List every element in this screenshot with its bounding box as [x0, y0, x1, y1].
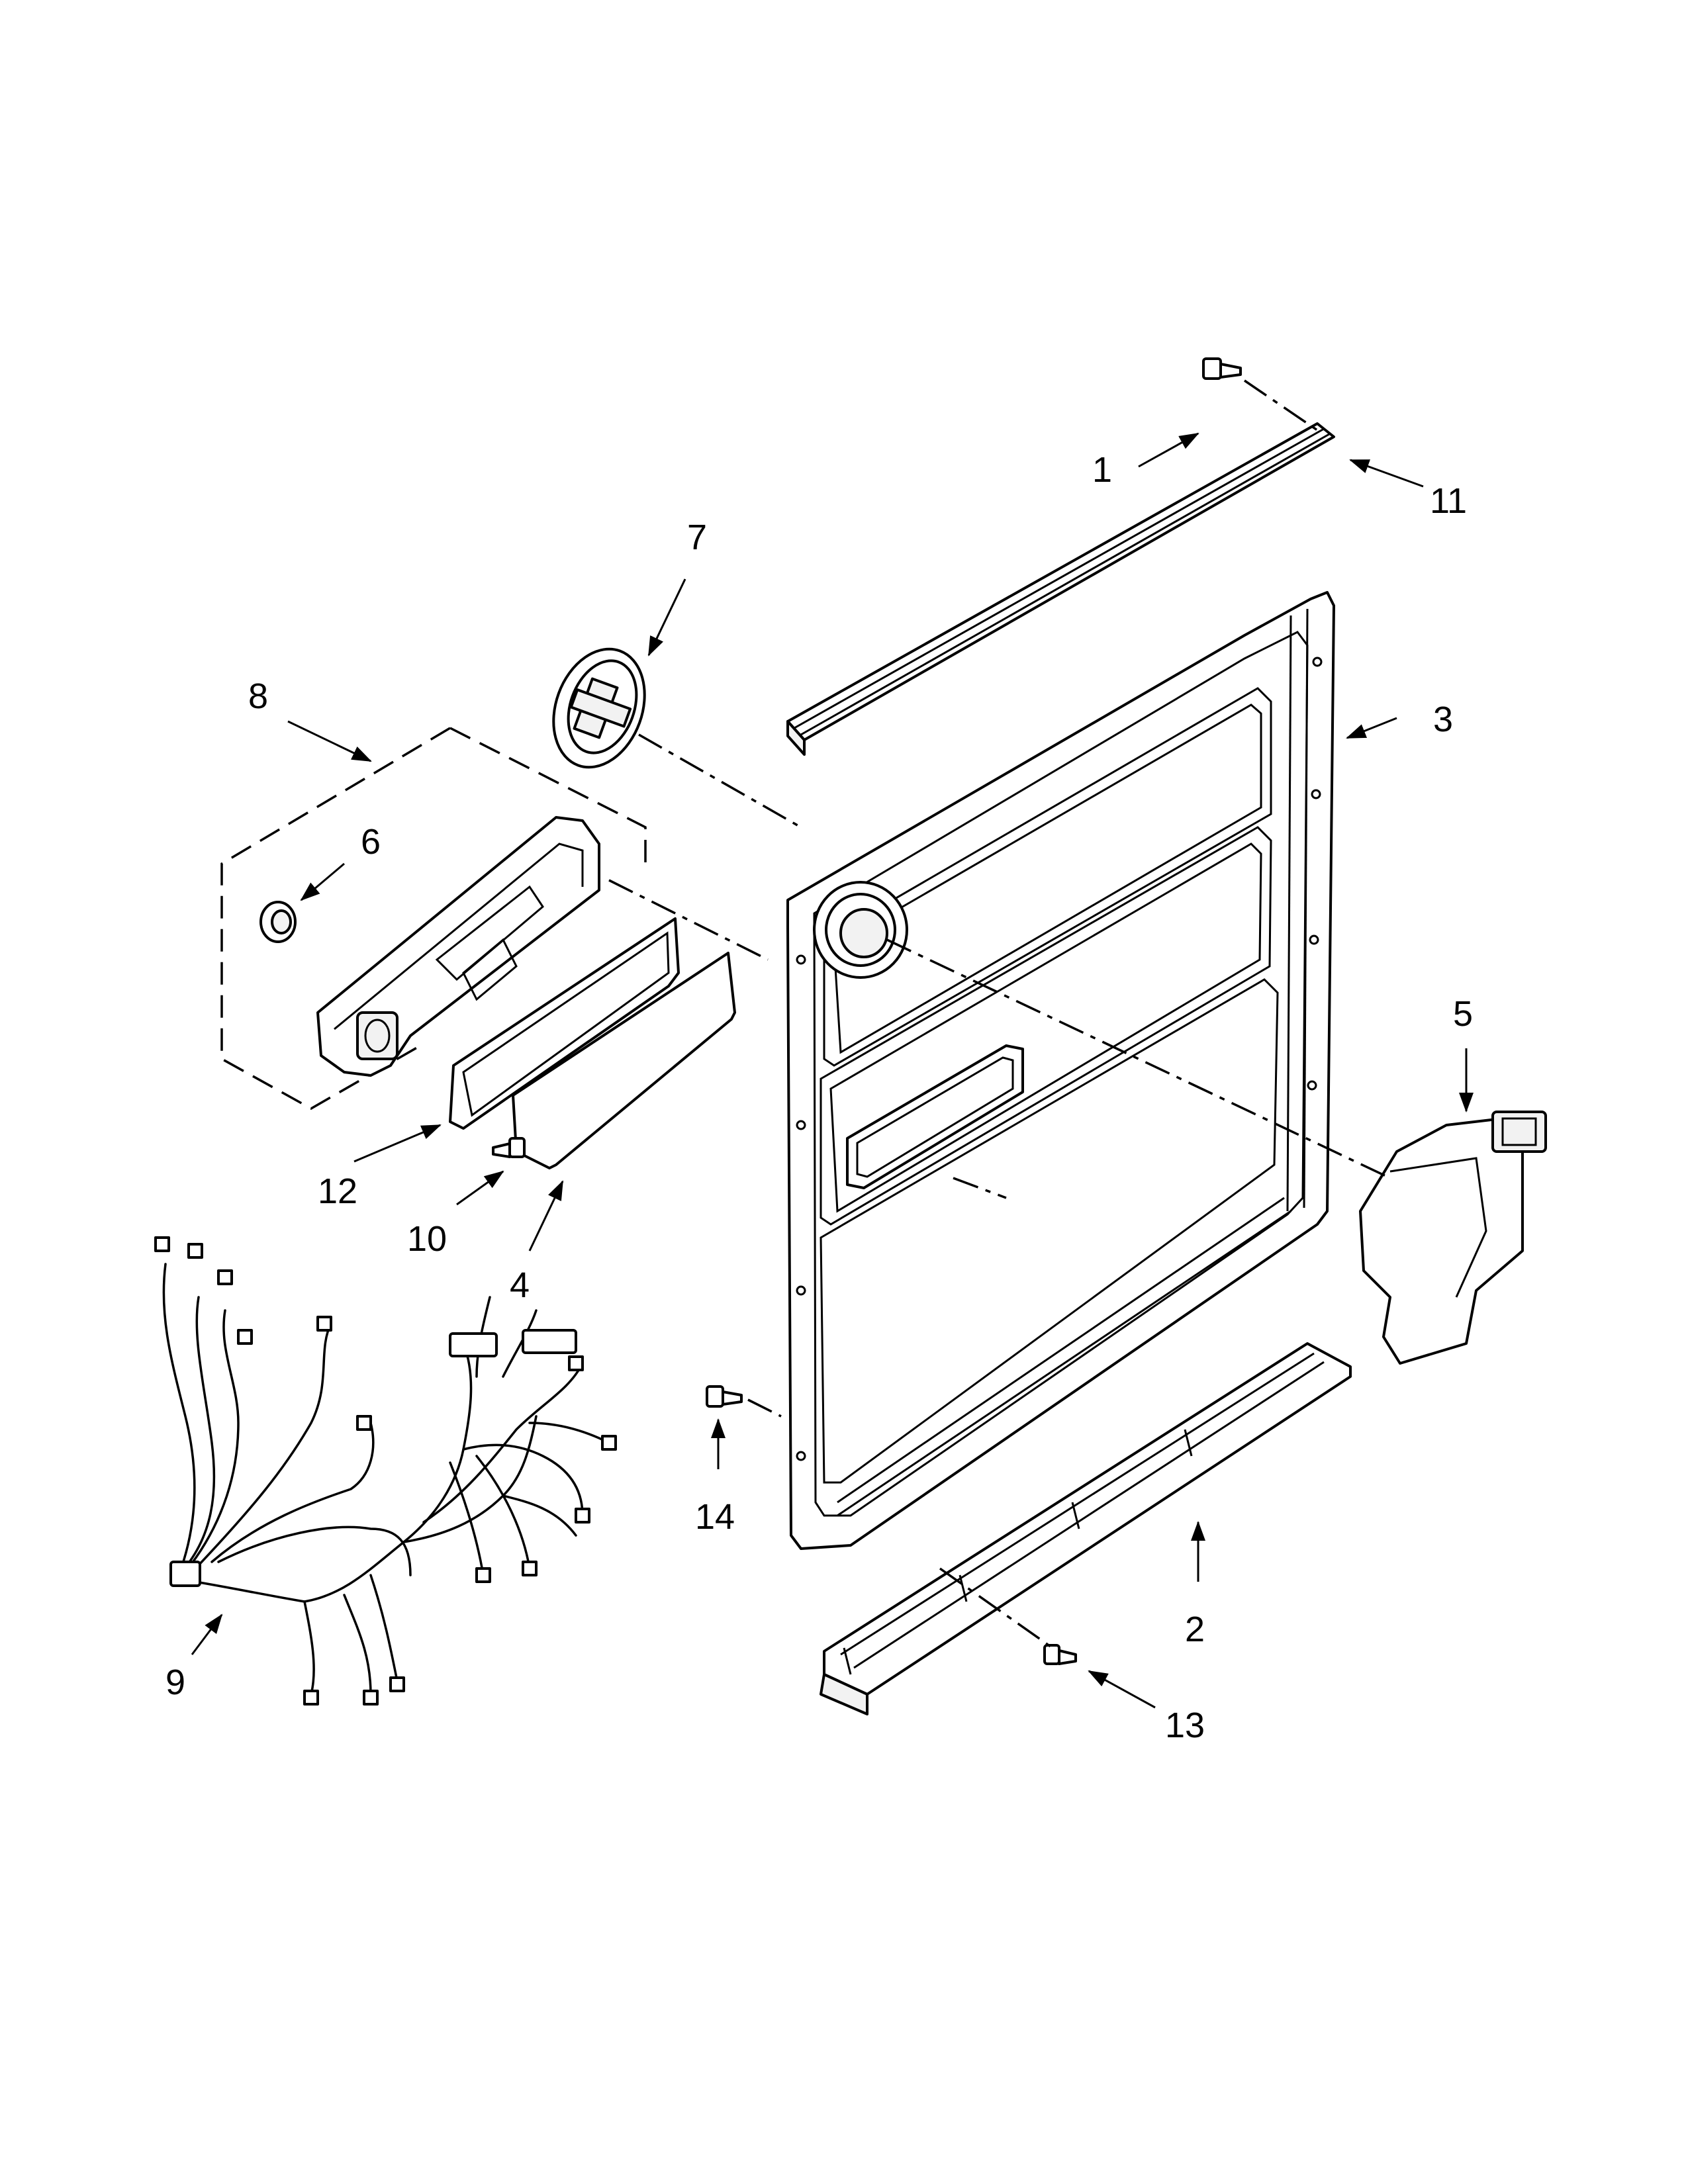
callout-11: 11	[1430, 481, 1467, 521]
callout-9: 9	[165, 1662, 185, 1702]
leader-arrows	[191, 432, 1474, 1709]
callout-8: 8	[248, 676, 268, 716]
callout-12: 12	[318, 1171, 357, 1211]
callout-3: 3	[1433, 700, 1453, 739]
screw-door-left	[706, 1385, 743, 1408]
wire-harness	[154, 1236, 617, 1706]
door-bottom-trim	[820, 1342, 1352, 1715]
callout-10: 10	[407, 1219, 447, 1259]
vent-cover	[552, 647, 646, 769]
dispenser-knob	[259, 901, 297, 943]
vent-assembly	[1359, 1111, 1547, 1365]
dispenser-assembly-group	[220, 727, 647, 1111]
detergent-dispenser	[316, 816, 600, 1077]
callout-2: 2	[1185, 1610, 1205, 1649]
callout-13: 13	[1165, 1706, 1205, 1745]
alignment-lines	[608, 379, 1391, 1649]
callout-5: 5	[1453, 994, 1473, 1034]
screw-top	[1202, 357, 1242, 380]
dispenser-gasket	[449, 917, 680, 1130]
callout-4: 4	[510, 1265, 530, 1305]
callout-6: 6	[361, 822, 381, 862]
callout-7: 7	[687, 518, 707, 557]
dispenser-screw	[492, 1137, 526, 1158]
callout-1: 1	[1092, 450, 1112, 490]
screw-bottom-trim	[1043, 1644, 1077, 1665]
inner-door-panel	[786, 591, 1335, 1550]
door-top-channel	[786, 422, 1335, 756]
callout-14: 14	[695, 1497, 735, 1537]
callout-labels: 1 11 7 3 8 6 5 12 10 4 14 2 13 9	[165, 450, 1473, 1745]
